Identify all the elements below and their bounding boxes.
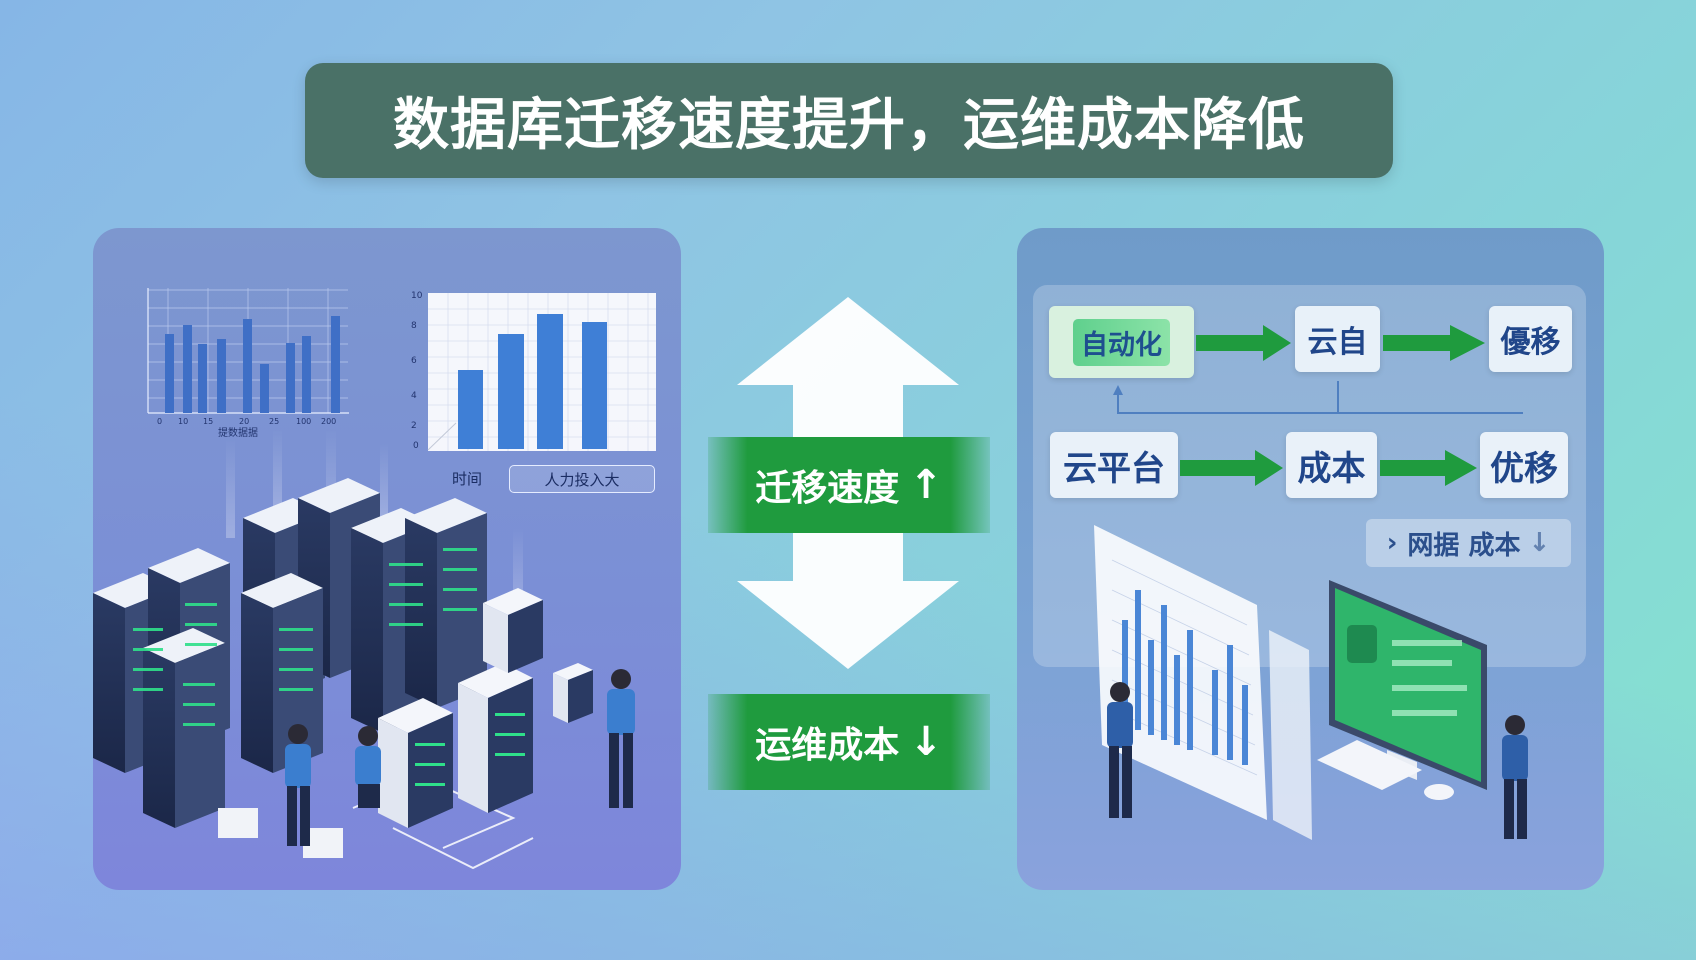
speed-label-text: 迁移速度: [755, 468, 900, 509]
cost-label-text: 运维成本: [755, 725, 900, 766]
svg-text:20: 20: [239, 417, 249, 426]
svg-text:10: 10: [178, 417, 188, 426]
flow-node-cloud-self: 云自: [1295, 306, 1380, 372]
flow-node-auto: 自动化: [1049, 306, 1194, 378]
flow-node-migrate-2: 优移: [1480, 432, 1568, 498]
monitoring-illustration: [1094, 525, 1528, 840]
chart-input-label: 人力投入大: [509, 465, 655, 493]
technician-figure: [285, 724, 311, 846]
svg-text:8: 8: [411, 321, 417, 331]
svg-text:提数据据: 提数据据: [218, 426, 258, 439]
flow-sub-node: › 网据 成本 ↓: [1366, 519, 1571, 567]
speed-up-label: 迁移速度 ↑: [708, 437, 990, 533]
left-bar-chart-1: 0 10 15 20 25 100 200 提数据据: [147, 288, 349, 439]
page-title: 数据库迁移速度提升，运维成本降低: [393, 93, 1305, 158]
chevron-right-icon: ›: [1386, 528, 1398, 558]
left-bar-chart-2: 10 8 6 4 2 0: [411, 291, 656, 451]
svg-text:0: 0: [413, 441, 419, 451]
flow-node-cost: 成本: [1286, 432, 1377, 498]
cost-down-label: 运维成本 ↓: [708, 694, 990, 790]
svg-text:10: 10: [411, 291, 423, 301]
analyst-figure: [1107, 682, 1133, 818]
down-arrow-icon: ↓: [1528, 528, 1551, 558]
server-room-illustration: [93, 428, 635, 870]
flow-node-migrate-1: 優移: [1489, 306, 1572, 372]
svg-text:2: 2: [411, 421, 417, 431]
svg-text:4: 4: [411, 391, 417, 401]
svg-text:15: 15: [203, 417, 213, 426]
svg-text:25: 25: [269, 417, 279, 426]
down-arrow-icon: ↓: [909, 719, 943, 765]
svg-text:0: 0: [157, 417, 162, 426]
title-banner: 数据库迁移速度提升，运维成本降低: [305, 63, 1393, 178]
svg-text:6: 6: [411, 356, 417, 366]
up-arrow-icon: ↑: [909, 462, 943, 508]
svg-text:100: 100: [296, 417, 311, 426]
flow-node-cloud-platform: 云平台: [1050, 432, 1178, 498]
svg-text:200: 200: [321, 417, 336, 426]
chart-time-label: 时间: [452, 470, 483, 488]
